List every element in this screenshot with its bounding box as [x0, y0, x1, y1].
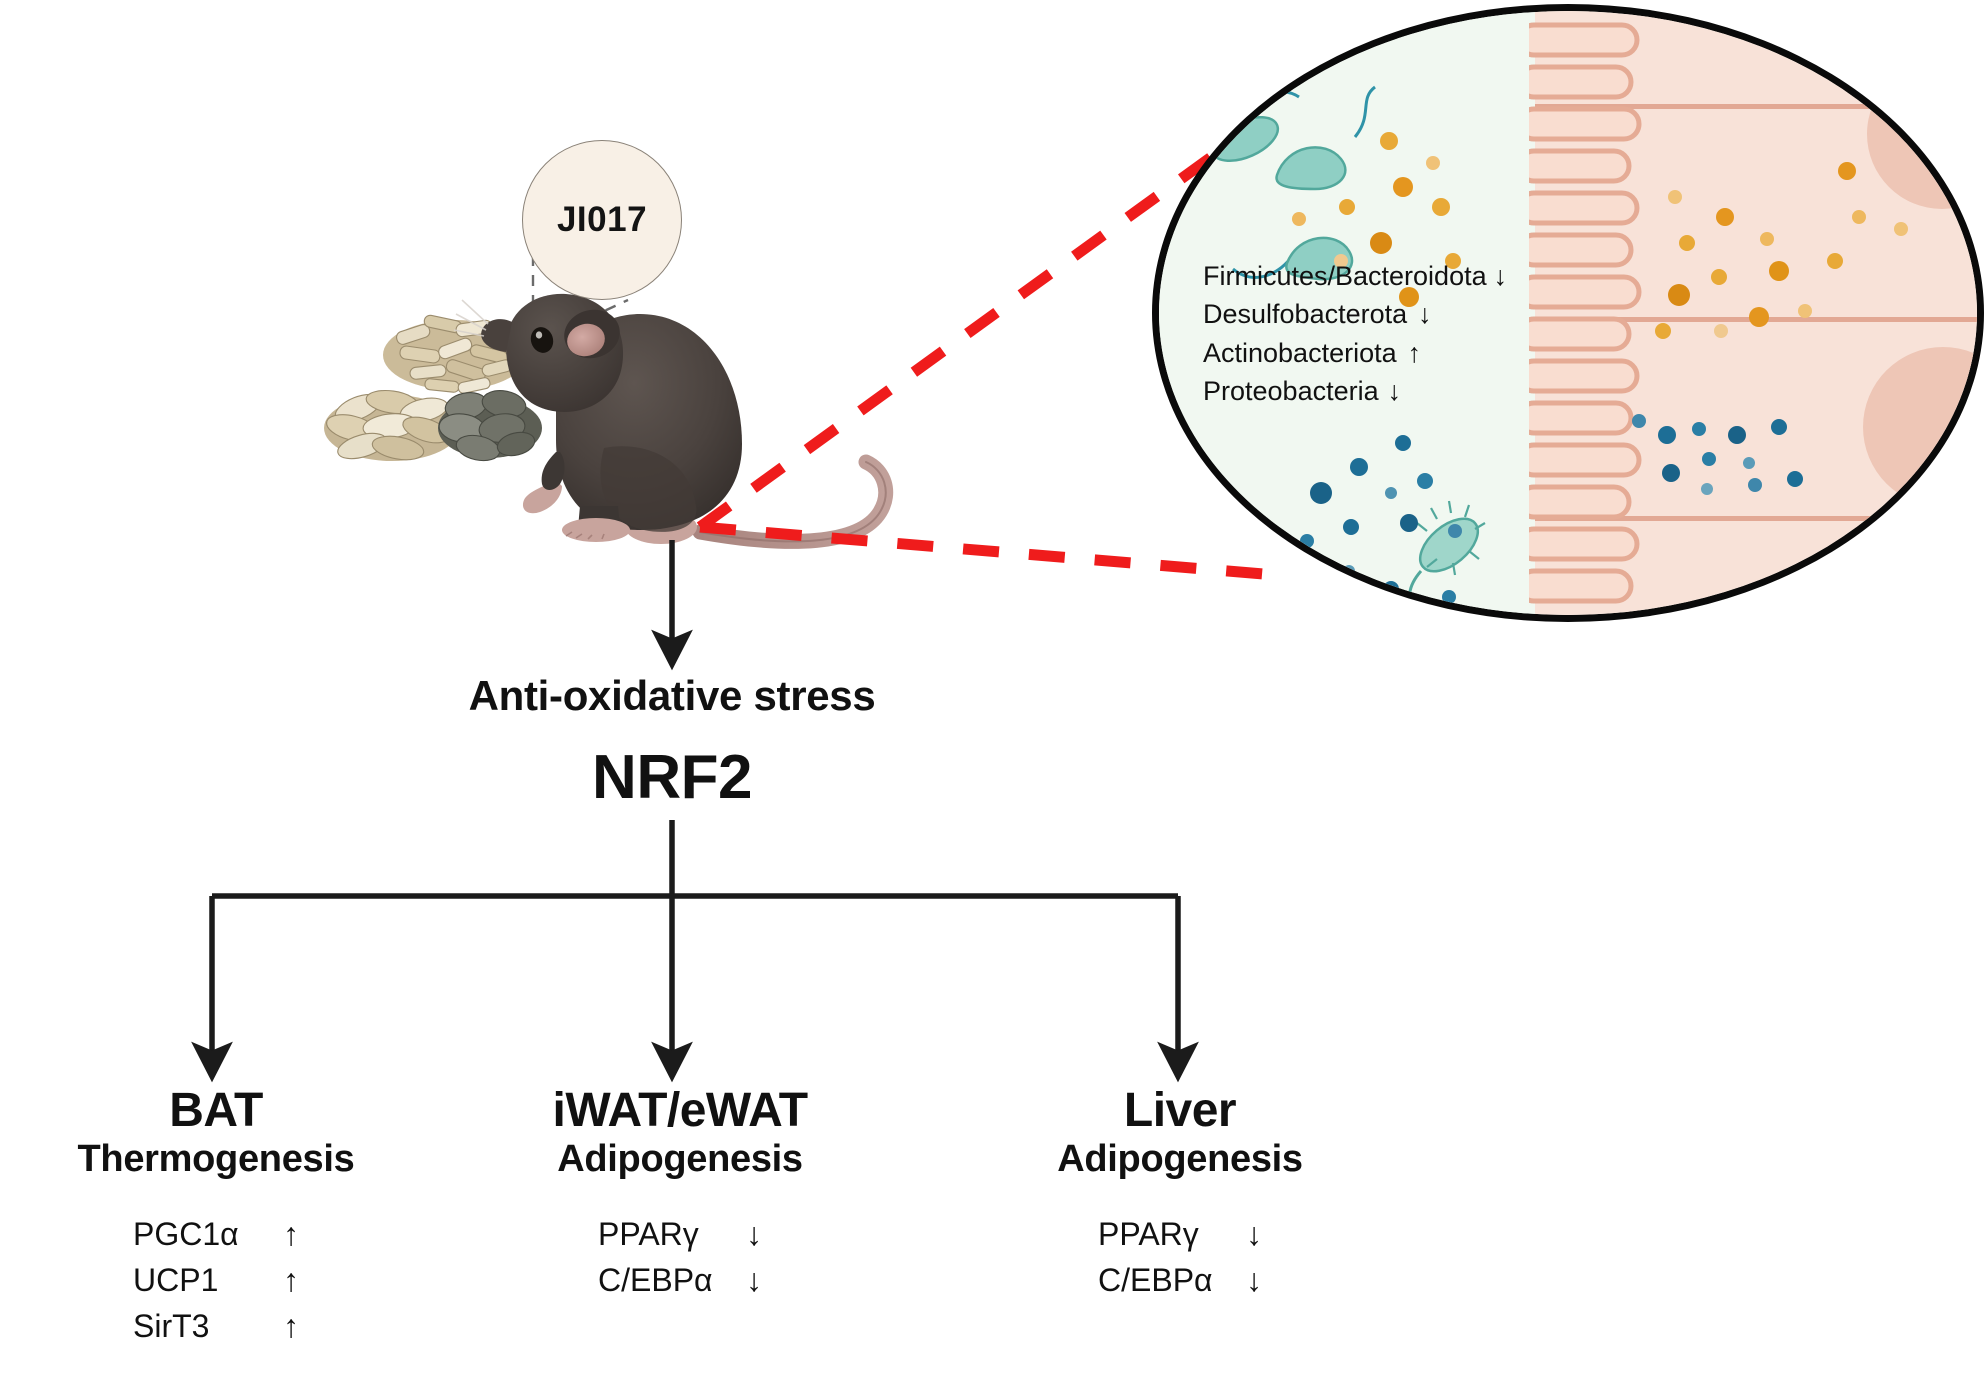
bacterium-icon: [1210, 90, 1300, 162]
gene-direction-icon: ↑: [283, 1215, 299, 1252]
gene-direction-icon: ↑: [283, 1262, 299, 1299]
gene-row: PPARγ ↓: [598, 1211, 762, 1257]
organ-title-bat: BAT: [169, 1084, 263, 1137]
gene-row: PPARγ ↓: [1098, 1211, 1262, 1257]
herb-pile-left: [324, 389, 460, 461]
taxa-name: Proteobacteria: [1203, 375, 1379, 406]
gene-row: C/EBPα ↓: [1098, 1257, 1262, 1303]
gene-direction-icon: ↓: [1246, 1215, 1262, 1252]
organ-title-liver: Liver: [1123, 1084, 1237, 1137]
tissue-divider-line: [1535, 104, 1977, 109]
gene-name: SirT3: [133, 1308, 210, 1345]
bacterium-icon: [1275, 85, 1376, 191]
gene-direction-icon: ↓: [746, 1215, 762, 1252]
anti-oxidative-stress-label: Anti-oxidative stress: [468, 672, 876, 719]
taxa-row: Proteobacteria ↓: [1203, 372, 1543, 410]
gene-list-wat: PPARγ ↓ C/EBPα ↓: [598, 1211, 762, 1304]
taxa-row: Actinobacteriota ↑: [1203, 334, 1543, 372]
ji017-callout-bubble: JI017: [522, 140, 682, 300]
gut-magnification-circle: Firmicutes/Bacteroidota ↓ Desulfobactero…: [1152, 4, 1984, 622]
organ-column-bat: BAT Thermogenesis PGC1α ↑ UCP1 ↑ SirT3 ↑: [0, 1084, 432, 1350]
intestinal-villi: [1529, 22, 1642, 604]
taxa-direction-icon: ↓: [1493, 261, 1508, 291]
organ-subtitle-liver: Adipogenesis: [1057, 1137, 1303, 1180]
gene-row: SirT3 ↑: [133, 1303, 299, 1349]
gene-name: PPARγ: [598, 1215, 699, 1252]
taxa-name: Desulfobacterota: [1203, 299, 1408, 330]
taxa-row: Firmicutes/Bacteroidota ↓: [1203, 257, 1543, 295]
ji017-connector: [531, 255, 629, 346]
gene-name: UCP1: [133, 1262, 219, 1299]
gene-name: PGC1α: [133, 1215, 239, 1252]
taxa-list: Firmicutes/Bacteroidota ↓ Desulfobactero…: [1203, 257, 1543, 410]
organ-subtitle-bat: Thermogenesis: [77, 1137, 355, 1180]
herb-pile-dark: [438, 390, 542, 462]
gene-list-liver: PPARγ ↓ C/EBPα ↓: [1098, 1211, 1262, 1304]
taxa-row: Desulfobacterota ↓: [1203, 295, 1543, 333]
gene-list-bat: PGC1α ↑ UCP1 ↑ SirT3 ↑: [133, 1211, 299, 1350]
mouse-illustration: [453, 293, 894, 549]
tissue-divider-line: [1535, 516, 1977, 521]
gene-name: PPARγ: [1098, 1215, 1199, 1252]
taxa-name: Actinobacteriota: [1203, 337, 1397, 368]
organ-column-liver: Liver Adipogenesis PPARγ ↓ C/EBPα ↓: [900, 1084, 1460, 1304]
gut-contents: [1210, 85, 1908, 612]
gene-direction-icon: ↑: [283, 1308, 299, 1345]
gene-row: PGC1α ↑: [133, 1211, 299, 1257]
taxa-direction-icon: ↓: [1387, 375, 1402, 406]
organ-subtitle-wat: Adipogenesis: [557, 1137, 803, 1180]
orange-particles-tissue: [1655, 162, 1908, 339]
gene-name: C/EBPα: [1098, 1262, 1213, 1299]
taxa-direction-icon: ↓: [1418, 299, 1432, 330]
gene-direction-icon: ↓: [1246, 1262, 1262, 1299]
bacterium-icon: [1408, 500, 1486, 612]
nrf2-label: NRF2: [592, 743, 752, 812]
gene-row: C/EBPα ↓: [598, 1257, 762, 1303]
gene-row: UCP1 ↑: [133, 1257, 299, 1303]
taxa-direction-icon: ↑: [1407, 337, 1422, 368]
herb-pile-group: [324, 314, 542, 462]
gene-name: C/EBPα: [598, 1262, 713, 1299]
orange-particles-lumen: [1292, 132, 1461, 307]
organ-column-wat: iWAT/eWAT Adipogenesis PPARγ ↓ C/EBPα ↓: [400, 1084, 960, 1304]
tissue-blob: [1867, 59, 1977, 209]
taxa-name: Firmicutes/Bacteroidota: [1203, 261, 1487, 291]
gut-lumen: [1159, 11, 1536, 615]
organ-title-wat: iWAT/eWAT: [552, 1084, 808, 1137]
bacterium-icon: [1232, 236, 1354, 281]
gene-direction-icon: ↓: [746, 1262, 762, 1299]
pathway-arrows: [191, 540, 1199, 1083]
blue-particles-lumen: [1300, 435, 1462, 604]
blue-particles-tissue: [1632, 414, 1803, 495]
ji017-label: JI017: [556, 200, 648, 239]
